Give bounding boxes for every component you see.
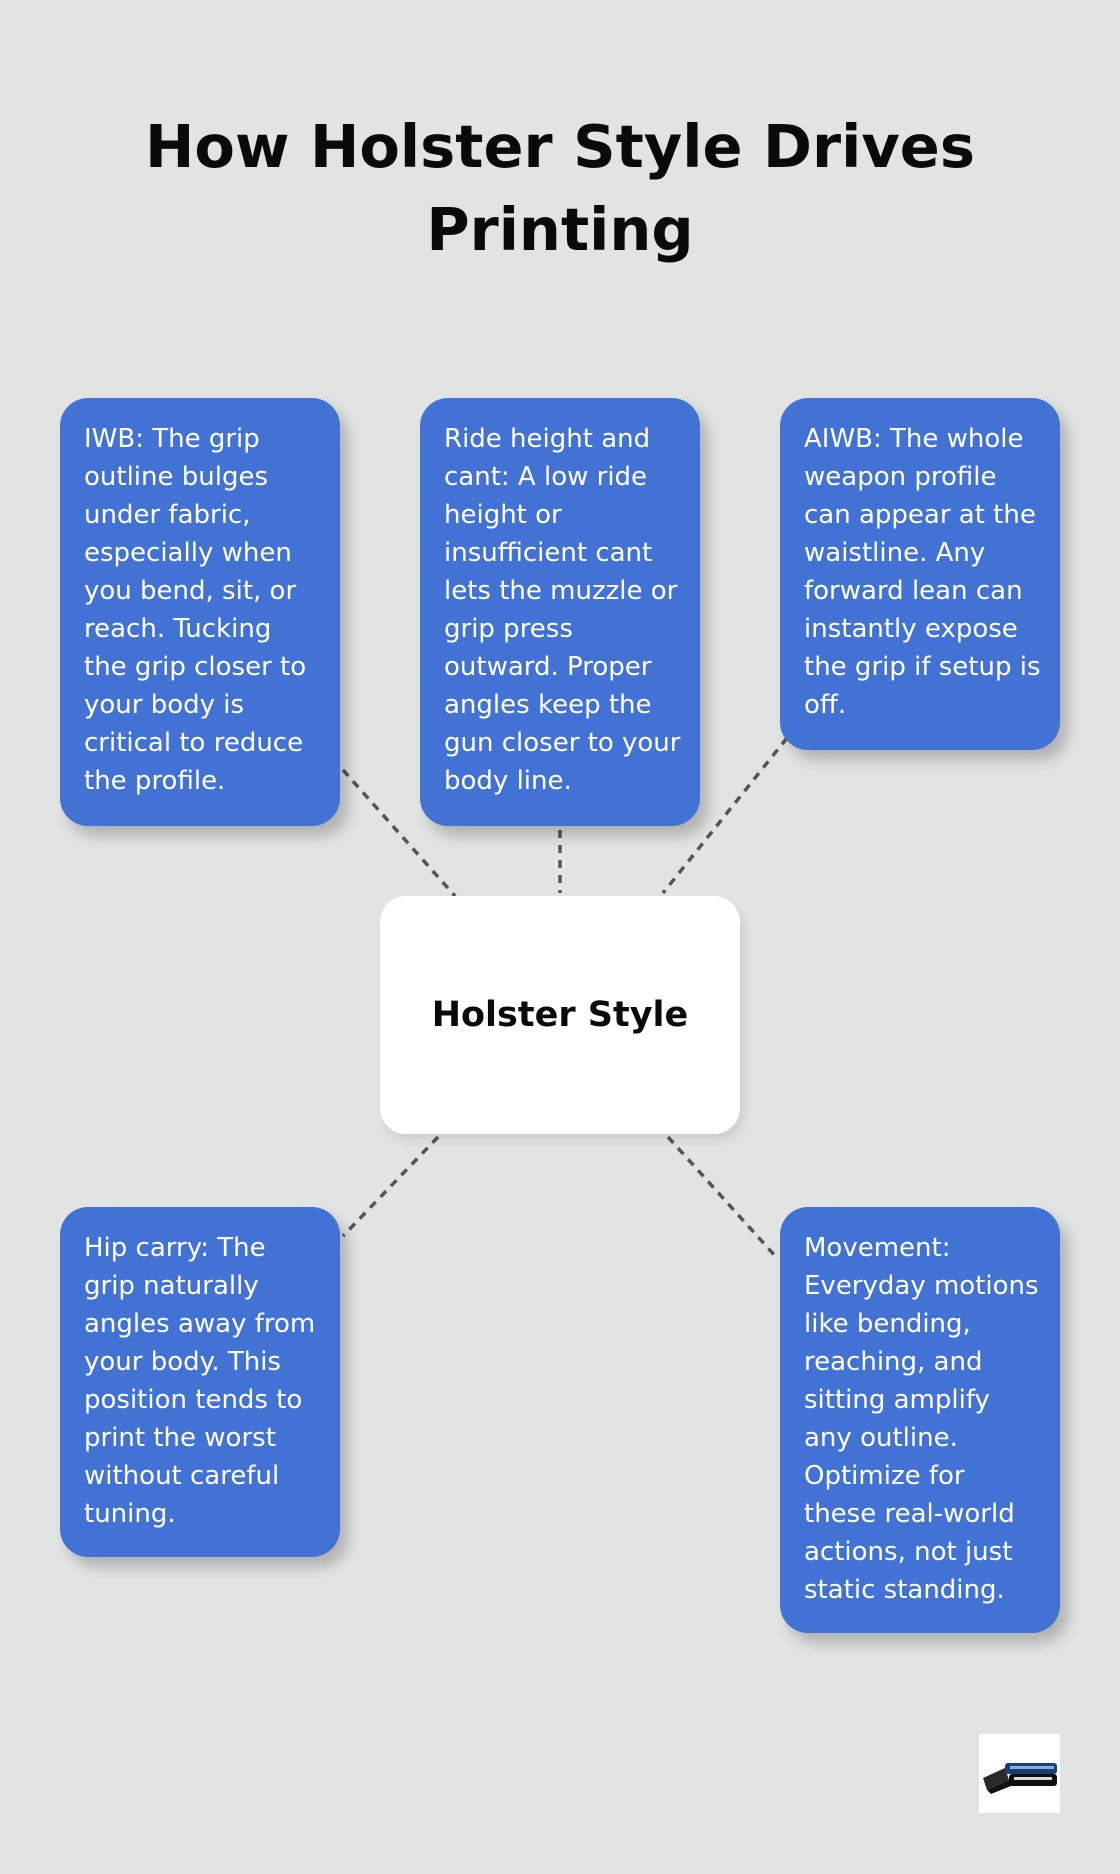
card-iwb: IWB: The grip outline bulges under fabri… (60, 398, 340, 826)
card-ride-height: Ride height and cant: A low ride height … (420, 398, 700, 826)
card-aiwb: AIWB: The whole weapon profile can appea… (780, 398, 1060, 750)
pillow-logo-icon (983, 1763, 1057, 1794)
brand-logo (979, 1734, 1060, 1813)
card-ride-height-text: Ride height and cant: A low ride height … (444, 424, 681, 796)
card-iwb-text: IWB: The grip outline bulges under fabri… (84, 424, 307, 796)
center-node-label: Holster Style (431, 995, 689, 1035)
connector-movement (666, 1135, 779, 1260)
center-node: Holster Style (380, 896, 740, 1134)
card-hip-carry-text: Hip carry: The grip naturally angles awa… (84, 1233, 316, 1529)
connector-aiwb (661, 736, 789, 895)
connector-iwb (341, 768, 457, 898)
card-hip-carry: Hip carry: The grip naturally angles awa… (60, 1207, 340, 1557)
card-movement: Movement: Everyday motions like bending,… (780, 1207, 1060, 1633)
page-title: How Holster Style Drives Printing (145, 112, 975, 264)
card-movement-text: Movement: Everyday motions like bending,… (804, 1233, 1039, 1605)
connector-hip-carry (341, 1135, 440, 1238)
card-aiwb-text: AIWB: The whole weapon profile can appea… (804, 424, 1041, 720)
